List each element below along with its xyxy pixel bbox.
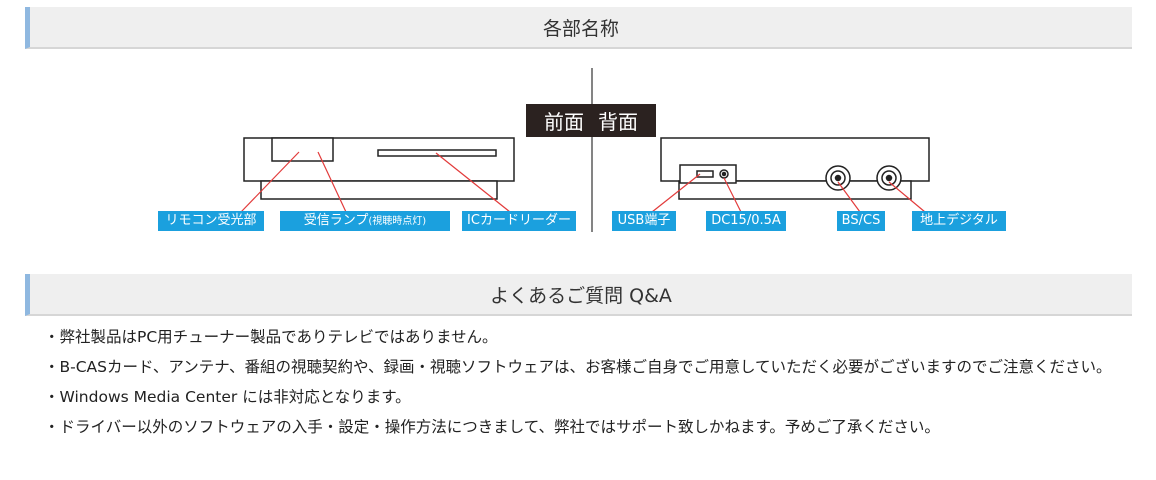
device-diagram bbox=[240, 68, 930, 232]
usb-port bbox=[696, 170, 714, 178]
tag-terrestrial: 地上デジタル bbox=[912, 211, 1006, 231]
qa-item: ・弊社製品はPC用チューナー製品でありテレビではありません。 bbox=[44, 328, 498, 346]
front-unit bbox=[243, 137, 515, 200]
section-header-parts: 各部名称 bbox=[25, 7, 1132, 49]
tag-usb: USB端子 bbox=[612, 211, 676, 231]
tag-reception-lamp: 受信ランプ(視聴時点灯) bbox=[280, 211, 450, 231]
back-label: 背面 bbox=[598, 110, 638, 134]
tag-dc: DC15/0.5A bbox=[706, 211, 786, 231]
tag-remote-receiver: リモコン受光部 bbox=[158, 211, 264, 231]
qa-list: ・弊社製品はPC用チューナー製品でありテレビではありません。 ・B-CASカード… bbox=[44, 326, 1134, 446]
qa-item: ・B-CASカード、アンテナ、番組の視聴契約や、録画・視聴ソフトウェアは、お客様… bbox=[44, 358, 1112, 376]
qa-item: ・Windows Media Center には非対応となります。 bbox=[44, 388, 411, 406]
front-back-badge: 前面 背面 bbox=[526, 104, 656, 137]
leader-lines bbox=[240, 151, 926, 213]
ic-card-slot bbox=[377, 149, 497, 157]
tag-bscs: BS/CS bbox=[837, 211, 885, 231]
tag-ic-card-reader: ICカードリーダー bbox=[462, 211, 576, 231]
section-title-parts: 各部名称 bbox=[542, 17, 619, 40]
section-header-qa: よくあるご質問 Q&A bbox=[25, 274, 1132, 316]
front-label: 前面 bbox=[544, 110, 584, 134]
section-title-qa: よくあるご質問 Q&A bbox=[490, 284, 672, 307]
back-unit bbox=[660, 137, 930, 200]
qa-item: ・ドライバー以外のソフトウェアの入手・設定・操作方法につきまして、弊社ではサポー… bbox=[44, 418, 940, 436]
